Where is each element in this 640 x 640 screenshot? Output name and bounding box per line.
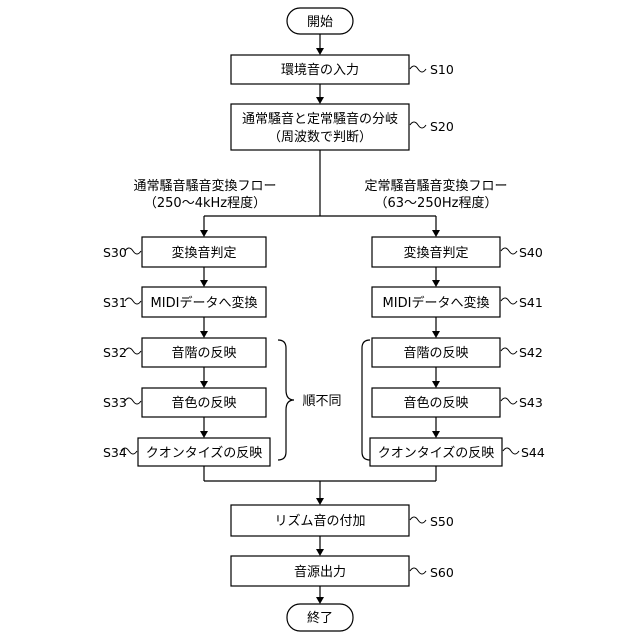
step-s43-label: 音色の反映 — [403, 395, 468, 411]
step-s43-id: S43 — [519, 395, 543, 410]
step-s60-label: 音源出力 — [294, 564, 346, 580]
step-s40-label: 変換音判定 — [403, 245, 468, 261]
step-s20-id: S20 — [430, 119, 454, 134]
step-s41-id: S41 — [519, 295, 543, 310]
step-s50-leader — [410, 517, 426, 523]
step-s34-label: クオンタイズの反映 — [146, 445, 263, 461]
step-s44-leader — [503, 448, 519, 454]
step-s31-leader — [125, 298, 141, 304]
step-s60-leader — [410, 568, 426, 574]
step-s30-leader — [125, 248, 141, 254]
step-s20-line1: 通常騒音と定常騒音の分岐 — [242, 111, 398, 127]
left-brace — [278, 340, 294, 460]
right-brace — [362, 340, 370, 460]
step-s32-id: S32 — [103, 345, 127, 360]
step-s10-id: S10 — [430, 62, 454, 77]
step-s50-label: リズム音の付加 — [274, 513, 365, 529]
step-s41-label: MIDIデータへ変換 — [383, 295, 490, 311]
step-s44-label: クオンタイズの反映 — [378, 445, 495, 461]
step-s42-leader — [501, 348, 517, 354]
step-s20-leader — [410, 122, 426, 128]
step-s30-id: S30 — [103, 245, 127, 260]
step-s10-label: 環境音の入力 — [281, 62, 359, 78]
step-s33-id: S33 — [103, 395, 127, 410]
end-label: 終了 — [307, 610, 333, 626]
step-s42-label: 音階の反映 — [403, 345, 468, 361]
step-s60-id: S60 — [430, 565, 454, 580]
step-s30-label: 変換音判定 — [171, 245, 236, 261]
step-s44-id: S44 — [521, 445, 545, 460]
step-s20-line2: （周波数で判断） — [268, 130, 372, 145]
step-s32-label: 音階の反映 — [171, 345, 236, 361]
step-s31-label: MIDIデータへ変換 — [151, 295, 258, 311]
step-s33-label: 音色の反映 — [171, 395, 236, 411]
start-label: 開始 — [307, 15, 333, 30]
step-s34-id: S34 — [103, 445, 127, 460]
left-branch: 変換音判定 S30 MIDIデータへ変換 S31 音階の反映 S32 音色の反映… — [103, 237, 270, 466]
right-branch-range: （63～250Hz程度） — [375, 195, 498, 211]
step-s41-leader — [501, 298, 517, 304]
right-branch-title: 定常騒音騒音変換フロー — [364, 178, 507, 194]
right-branch: 変換音判定 S40 MIDIデータへ変換 S41 音階の反映 S42 音色の反映… — [370, 237, 545, 466]
step-s40-leader — [501, 248, 517, 254]
left-branch-range: （250～4kHz程度） — [144, 195, 266, 211]
step-s50-id: S50 — [430, 514, 454, 529]
left-branch-title: 通常騒音騒音変換フロー — [133, 178, 276, 194]
order-note: 順不同 — [302, 394, 341, 409]
step-s32-leader — [125, 348, 141, 354]
step-s33-leader — [125, 398, 141, 404]
step-s43-leader — [501, 398, 517, 404]
step-s40-id: S40 — [519, 245, 543, 260]
step-s10-leader — [410, 66, 426, 72]
step-s42-id: S42 — [519, 345, 543, 360]
step-s31-id: S31 — [103, 295, 127, 310]
